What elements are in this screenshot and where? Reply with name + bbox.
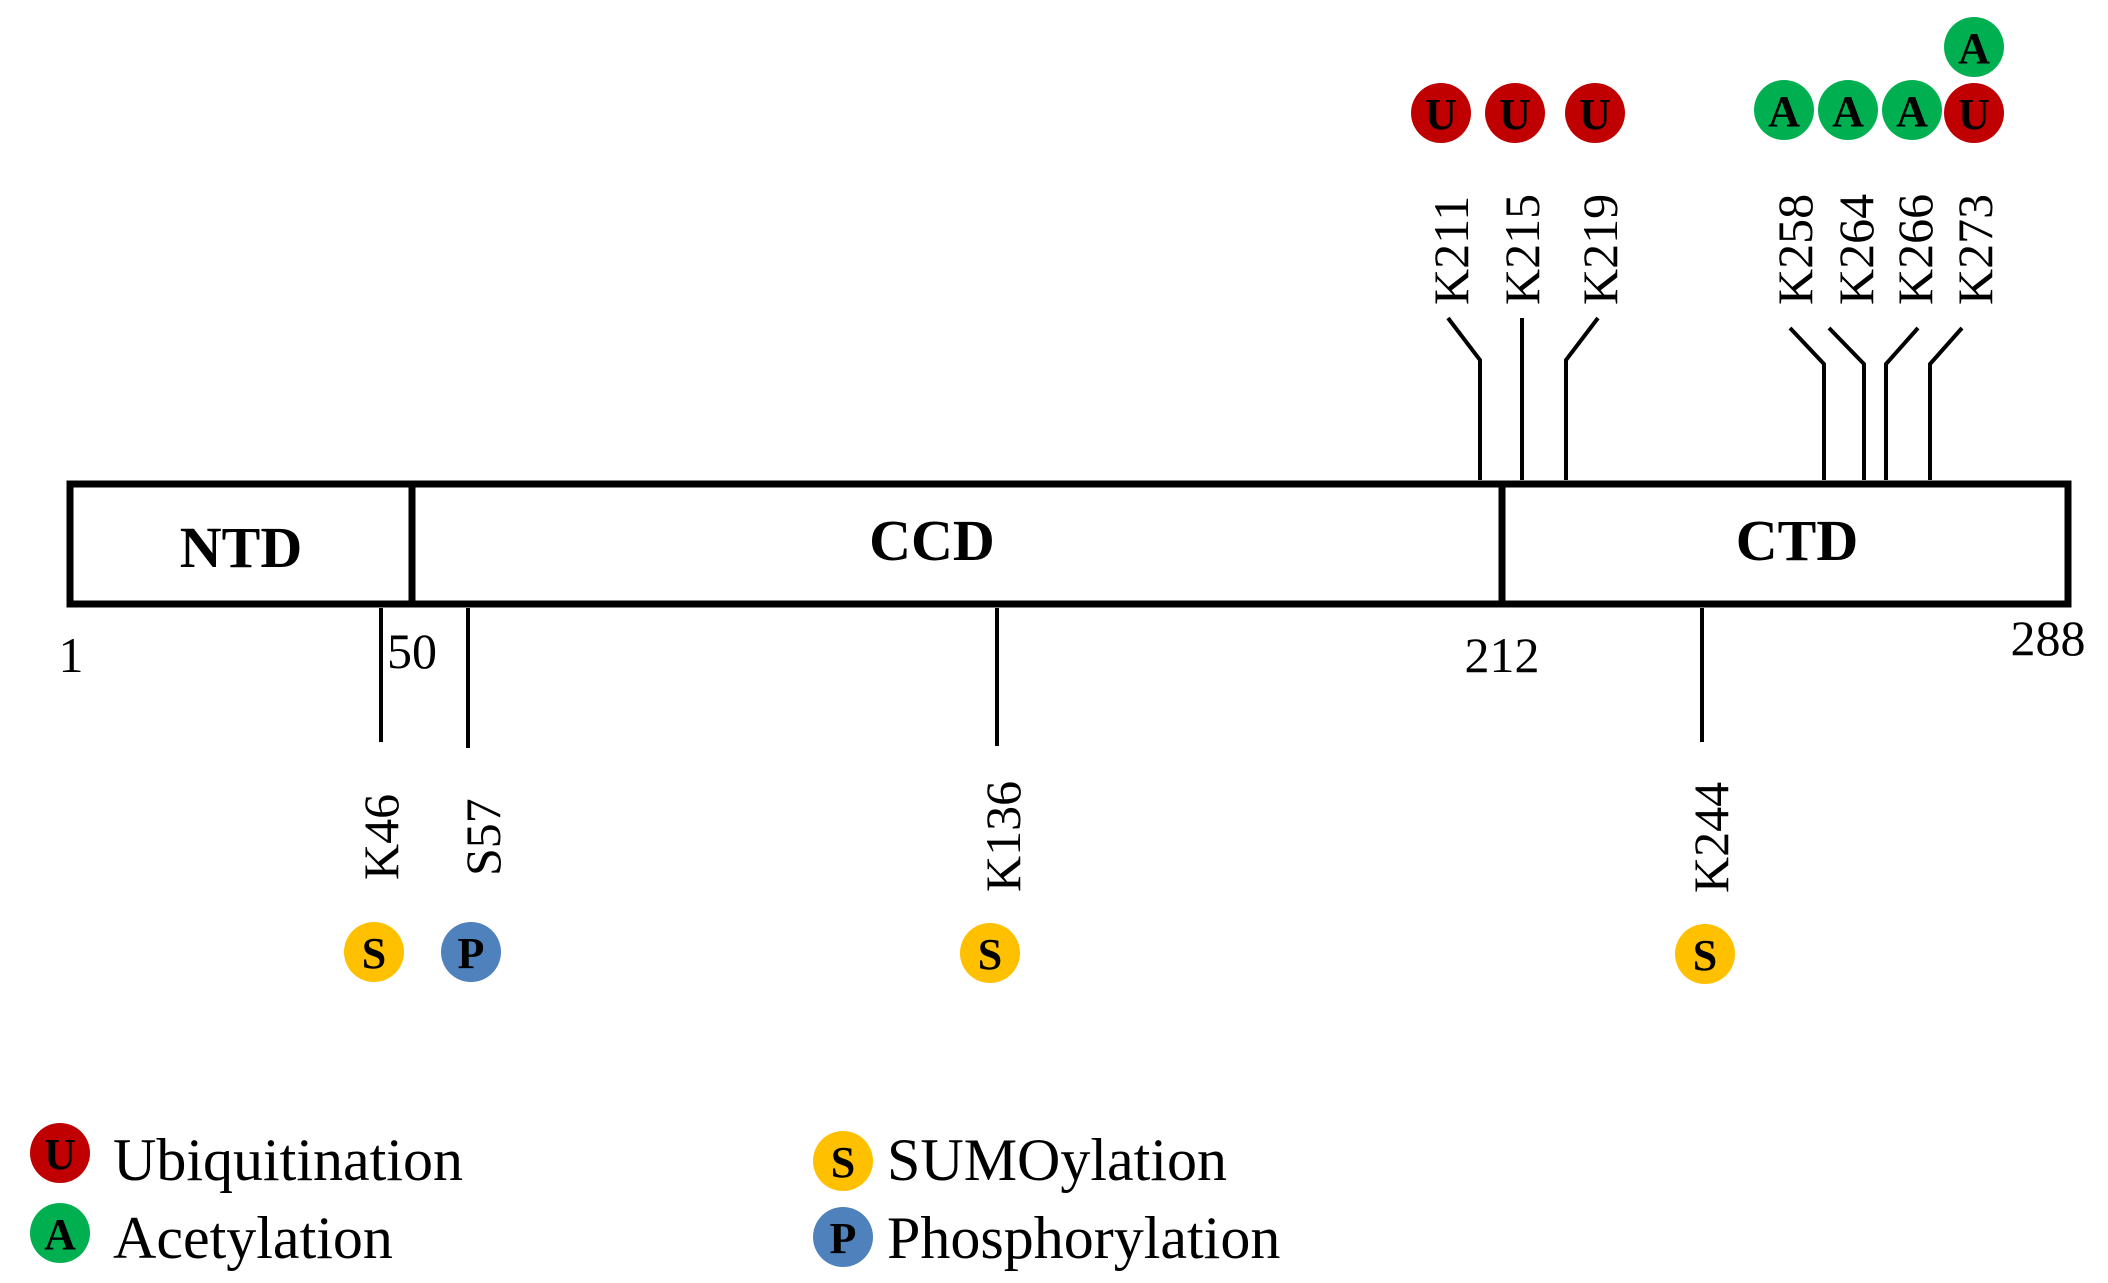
site-k266: K266 A [1882, 80, 1943, 480]
site-k258: K258 A [1754, 80, 1826, 480]
position-label-50: 50 [387, 623, 437, 679]
site-leader [1564, 316, 1600, 480]
site-s57: S57 P [441, 608, 511, 982]
ubiquitination-marker-symbol: U [1499, 90, 1531, 139]
site-leader [1446, 316, 1482, 480]
position-label-1: 1 [59, 627, 84, 683]
ubiquitination-marker [1485, 83, 1545, 143]
sumoylation-marker-symbol: S [362, 929, 386, 978]
sumoylation-marker [344, 922, 404, 982]
acetylation-marker [1882, 80, 1942, 140]
site-label: K215 [1494, 194, 1550, 305]
protein-outline [66, 480, 2072, 608]
sumoylation-marker [1675, 924, 1735, 984]
site-label: S57 [455, 798, 511, 876]
legend: U Ubiquitination A Acetylation S SUMOyla… [30, 1123, 1280, 1271]
legend-item-phosphorylation: P Phosphorylation [813, 1205, 1280, 1271]
sumoylation-marker-symbol: S [1693, 931, 1717, 980]
sumoylation-marker-symbol: S [978, 930, 1002, 979]
acetylation-marker [1818, 80, 1878, 140]
acetylation-marker [1944, 17, 2004, 77]
sites-above: K211 U K215 U K219 U K258 A K264 A [1411, 17, 2004, 480]
acetylation-marker-symbol: A [1832, 87, 1864, 136]
site-label: K264 [1828, 194, 1884, 305]
legend-item-acetylation: A Acetylation [30, 1203, 393, 1271]
site-leader [1788, 326, 1826, 480]
ubiquitination-marker-symbol: U [1958, 90, 1990, 139]
legend-swatch-sumoylation [813, 1131, 873, 1191]
acetylation-marker-symbol: A [1896, 87, 1928, 136]
legend-symbol: U [44, 1130, 76, 1179]
legend-symbol: A [44, 1210, 76, 1259]
site-leader [1928, 326, 1964, 480]
site-k136: K136 S [960, 608, 1031, 983]
site-k215: K215 U [1485, 83, 1550, 480]
acetylation-marker-symbol: A [1768, 87, 1800, 136]
site-leader [1827, 326, 1866, 480]
site-label: K244 [1683, 782, 1739, 893]
site-k211: K211 U [1411, 83, 1482, 480]
legend-symbol: P [830, 1214, 857, 1263]
acetylation-marker-symbol: A [1958, 24, 1990, 73]
site-label: K46 [353, 794, 409, 880]
domain-ccd: CCD [869, 508, 995, 573]
domain-ctd: CTD [1736, 508, 1858, 573]
domain-ntd: NTD [180, 515, 302, 580]
site-k219: K219 U [1564, 83, 1628, 480]
ubiquitination-marker [1411, 83, 1471, 143]
legend-swatch-ubiquitination [30, 1123, 90, 1183]
position-label-212: 212 [1465, 627, 1540, 683]
legend-item-sumoylation: S SUMOylation [813, 1127, 1227, 1193]
site-k273: K273 U A [1928, 17, 2004, 480]
site-label: K266 [1887, 194, 1943, 305]
ubiquitination-marker [1944, 83, 2004, 143]
legend-item-ubiquitination: U Ubiquitination [30, 1123, 463, 1193]
acetylation-marker [1754, 80, 1814, 140]
site-k244: K244 S [1675, 608, 1739, 984]
phosphorylation-marker [441, 922, 501, 982]
position-label-288: 288 [2011, 610, 2086, 666]
position-labels: 1 50 212 288 [59, 610, 2086, 683]
ubiquitination-marker-symbol: U [1425, 90, 1457, 139]
protein-bar: NTD CCD CTD [66, 480, 2072, 608]
legend-label: Phosphorylation [887, 1205, 1280, 1271]
legend-label: Acetylation [113, 1205, 393, 1271]
site-k46: K46 S [344, 608, 409, 982]
site-leader [1884, 326, 1920, 480]
sumoylation-marker [960, 923, 1020, 983]
ubiquitination-marker-symbol: U [1579, 90, 1611, 139]
site-label: K211 [1423, 196, 1479, 305]
phosphorylation-marker-symbol: P [458, 929, 485, 978]
legend-swatch-acetylation [30, 1203, 90, 1263]
ubiquitination-marker [1565, 83, 1625, 143]
site-k264: K264 A [1818, 80, 1884, 480]
legend-swatch-phosphorylation [813, 1207, 873, 1267]
site-label: K219 [1572, 194, 1628, 305]
sites-below: K46 S S57 P K136 S K244 S [344, 608, 1739, 984]
legend-label: SUMOylation [887, 1127, 1227, 1193]
legend-label: Ubiquitination [113, 1127, 463, 1193]
site-label: K136 [975, 781, 1031, 892]
site-label: K258 [1767, 194, 1823, 305]
site-label: K273 [1947, 194, 2003, 305]
legend-symbol: S [831, 1138, 855, 1187]
